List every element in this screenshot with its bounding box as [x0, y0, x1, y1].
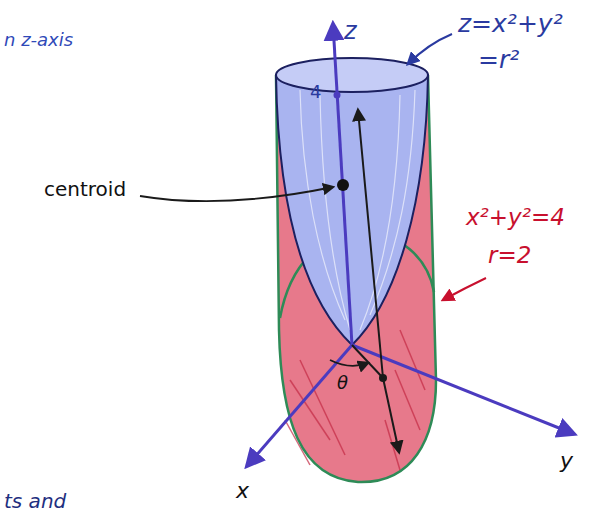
paraboloid-leader: [408, 34, 452, 64]
axis-label: y: [560, 448, 573, 473]
surface-equation: =r²: [478, 46, 519, 75]
paraboloid-shading: [300, 90, 415, 330]
z-axis: [333, 24, 352, 345]
cylinder-body: [276, 75, 436, 482]
axis-label: x: [236, 478, 249, 503]
paraboloid-rim: [276, 58, 428, 92]
axis-label: z: [344, 18, 357, 46]
cylinder-equation: r=2: [488, 242, 531, 268]
cylinder-leader: [443, 278, 486, 300]
angle-label: θ: [337, 373, 348, 394]
down-vector: [383, 378, 399, 452]
paraboloid-surface: [276, 75, 428, 345]
centroid-leader: [140, 187, 333, 201]
radial-line: [352, 345, 383, 378]
up-vector: [358, 110, 383, 378]
note-fragment: ts and: [4, 490, 66, 513]
angle-arc: [330, 360, 368, 366]
centroid-label: centroid: [44, 178, 126, 201]
note-fragment: n z-axis: [4, 30, 73, 51]
height-mark: [334, 92, 341, 99]
cylinder-equation: x²+y²=4: [466, 204, 565, 230]
height-label: 4: [310, 82, 321, 103]
centroid-dot: [337, 179, 349, 191]
cylinder-outline: [276, 75, 436, 482]
surface-equation: z=x²+y²: [458, 10, 563, 39]
